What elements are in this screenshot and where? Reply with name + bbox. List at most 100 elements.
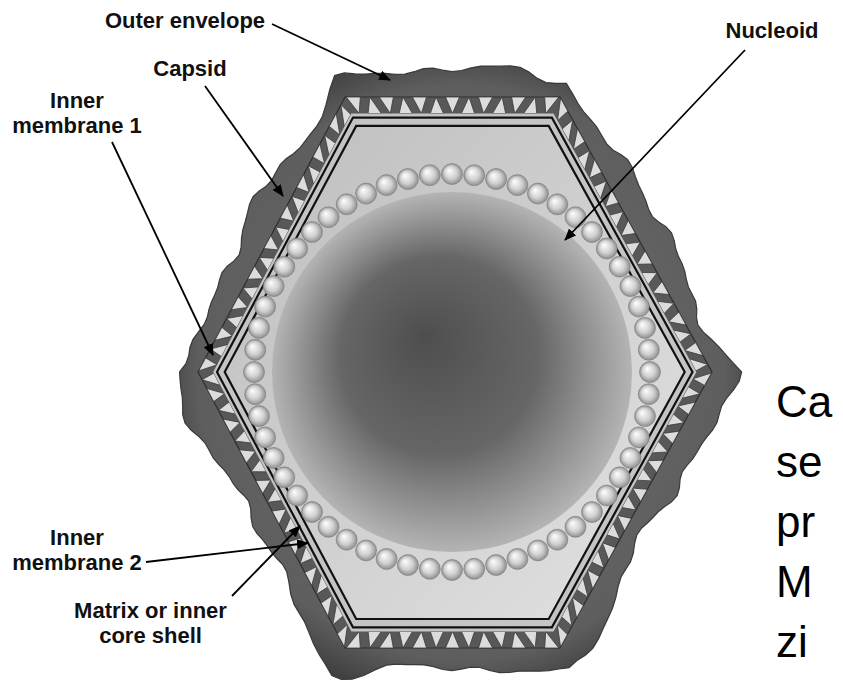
capsomer-triangle (557, 625, 567, 647)
capsomer-triangle (399, 631, 412, 648)
capsomer-triangle (430, 97, 443, 114)
capsomer-triangle (215, 327, 233, 340)
capsomer-triangle (248, 266, 264, 279)
matrix-sphere (582, 222, 603, 243)
matrix-sphere (565, 516, 586, 537)
matrix-sphere (376, 548, 397, 569)
matrix-sphere (507, 548, 528, 569)
capsomer-triangle (633, 488, 648, 502)
capsomer-triangle (412, 97, 426, 114)
capsomer-triangle (305, 567, 317, 586)
matrix-sphere (464, 165, 485, 186)
intermembrane-space (213, 114, 696, 632)
matrix-sphere (527, 540, 548, 561)
capsomer-triangle (412, 631, 426, 648)
matrix-sphere (628, 296, 649, 317)
matrix-sphere (356, 540, 377, 561)
matrix-sphere (318, 516, 339, 537)
matrix-sphere (596, 485, 617, 506)
matrix-sphere (565, 207, 586, 228)
matrix-sphere (464, 558, 485, 579)
outer-envelope (180, 66, 742, 680)
matrix-sphere (635, 406, 656, 427)
capsomer-triangle (512, 97, 526, 114)
matrix-sphere (582, 502, 603, 523)
capsomer-triangle (446, 97, 460, 114)
capsomer-triangle (231, 297, 248, 310)
matrix-sphere (263, 276, 284, 297)
capsomer-triangle (337, 624, 347, 647)
nucleoid (272, 192, 632, 552)
matrix-sphere (249, 406, 270, 427)
capsomer-group (199, 97, 712, 648)
leader-line (205, 86, 283, 196)
capsomer-triangle (545, 631, 559, 648)
capsomer-triangle (239, 450, 255, 463)
capsomer-triangle (264, 236, 279, 250)
capsomer-triangle (430, 631, 443, 648)
matrix-sphere (638, 339, 659, 360)
part-label: Inner membrane 2 (2, 525, 152, 575)
matrix-sphere (397, 555, 418, 576)
capsomer-triangle (648, 460, 664, 472)
capsomer-triangle (678, 402, 696, 414)
matrix-sphere (245, 384, 266, 405)
part-label: Inner membrane 1 (2, 88, 152, 138)
capsomer-triangle (329, 113, 340, 135)
capsomer-triangle (461, 97, 474, 114)
capsomer-triangle (617, 515, 631, 530)
matrix-sphere (244, 362, 265, 383)
leader-line (146, 543, 308, 562)
capsomer-triangle (512, 631, 526, 648)
matrix-sphere (249, 317, 270, 338)
matrix-sphere (609, 256, 630, 277)
matrix-sphere (419, 558, 440, 579)
matrix-sphere (547, 529, 568, 550)
part-label: Outer envelope (95, 8, 275, 33)
capsomer-triangle (461, 631, 474, 648)
leader-line (565, 50, 745, 240)
capsomer-triangle (199, 358, 218, 371)
matrix-sphere (628, 427, 649, 448)
capsomer-triangle (256, 480, 271, 493)
matrix-sphere (620, 447, 641, 468)
matrix-sphere (255, 427, 276, 448)
capsomer-triangle (368, 97, 381, 114)
matrix-sphere (356, 183, 377, 204)
capsomer-triangle (379, 97, 393, 114)
capsomer-triangle (621, 220, 635, 235)
matrix-sphere (635, 317, 656, 338)
matrix-sphere (486, 555, 507, 576)
matrix-sphere (274, 256, 295, 277)
capsomer-triangle (446, 631, 460, 648)
matrix-sphere (547, 194, 568, 215)
matrix-sphere (302, 222, 323, 243)
capsomer-triangle (321, 595, 332, 616)
capsomer-triangle (589, 159, 601, 178)
matrix-sphere (287, 238, 308, 259)
matrix-sphere (263, 447, 284, 468)
capsomer-triangle (602, 543, 615, 560)
capsomer-triangle (663, 431, 680, 443)
leader-line (272, 24, 390, 80)
capsomer-triangle (297, 175, 310, 193)
part-label: Nucleoid (712, 18, 832, 43)
matrix-sphere (609, 467, 630, 488)
capsomer-triangle (693, 373, 712, 385)
part-label: Capsid (140, 56, 240, 81)
capsomer-triangle (379, 631, 393, 648)
capsomer-triangle (545, 97, 559, 114)
capsomer-triangle (685, 343, 703, 356)
capsomer-triangle (587, 570, 599, 589)
capsomer-triangle (558, 98, 568, 121)
matrix-sphere (442, 560, 463, 581)
capsomer-triangle (368, 631, 381, 648)
matrix-sphere (274, 467, 295, 488)
capsomer-triangle (223, 419, 240, 432)
capsomer-triangle (280, 205, 294, 221)
capsomer-triangle (313, 144, 325, 164)
capsomer-triangle (493, 97, 506, 114)
matrix-sphere (638, 384, 659, 405)
matrix-sphere (318, 207, 339, 228)
